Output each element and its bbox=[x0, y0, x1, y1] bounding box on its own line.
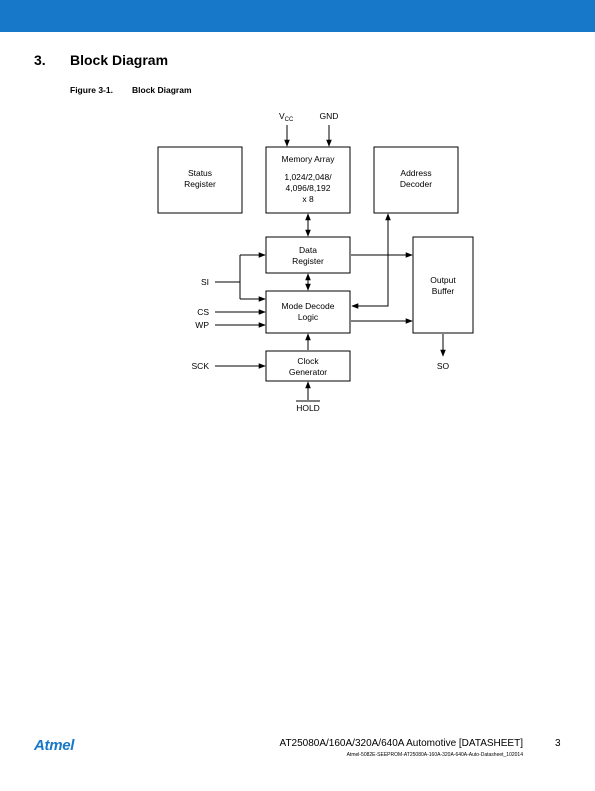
section-number: 3. bbox=[34, 52, 46, 68]
address-decoder-block bbox=[373, 146, 459, 214]
footer-doc-id: Atmel-5082E-SEEPROM-AT25080A-160A-320A-6… bbox=[346, 752, 523, 758]
hold-label: HOLD bbox=[296, 403, 320, 413]
data-register-block bbox=[265, 236, 351, 274]
footer-doc-title: AT25080A/160A/320A/640A Automotive [DATA… bbox=[279, 738, 523, 749]
page-number: 3 bbox=[555, 738, 561, 749]
sck-label: SCK bbox=[192, 361, 210, 371]
si-label: SI bbox=[201, 277, 209, 287]
cs-label: CS bbox=[197, 307, 209, 317]
wp-label: WP bbox=[195, 320, 209, 330]
gnd-label: GND bbox=[320, 111, 339, 121]
output-buffer-block bbox=[412, 236, 474, 334]
figure-title: Block Diagram bbox=[132, 85, 192, 95]
header-bar bbox=[0, 0, 595, 32]
status-register-block bbox=[157, 146, 243, 214]
memory-array-block bbox=[265, 146, 351, 214]
vcc-label: VCC bbox=[279, 111, 294, 123]
figure-number: Figure 3-1. bbox=[70, 85, 113, 95]
mode-decode-logic-block bbox=[265, 290, 351, 334]
clock-generator-block bbox=[265, 350, 351, 382]
so-label: SO bbox=[437, 361, 450, 371]
address-decoder-bidir-arrow bbox=[351, 213, 391, 309]
section-title: Block Diagram bbox=[70, 52, 169, 68]
atmel-logo: Atmel bbox=[34, 737, 75, 754]
